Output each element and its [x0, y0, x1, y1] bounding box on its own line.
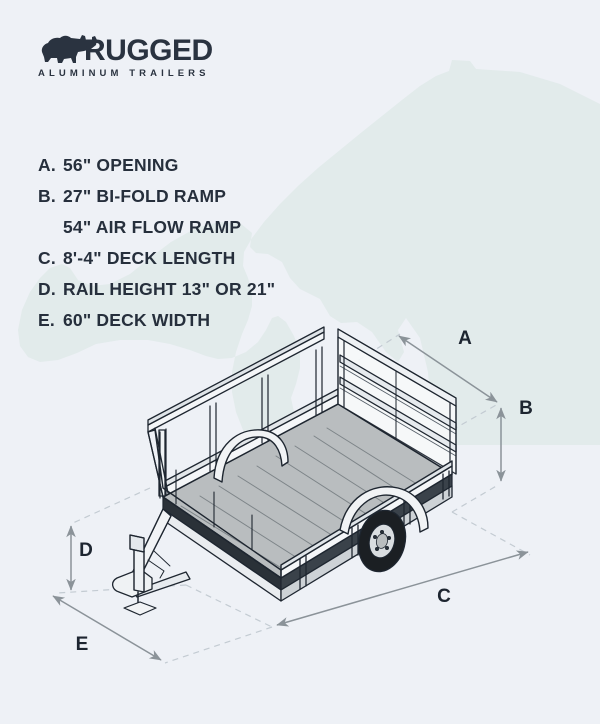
legend-item-key: E.	[38, 310, 55, 330]
legend-item-key: D.	[38, 279, 56, 299]
trailer-body	[112, 326, 457, 616]
dimension-arrows	[52, 335, 529, 661]
dimension-arrow-e	[52, 595, 162, 661]
dimension-label-c: C	[437, 586, 451, 607]
ext-line-c-front	[185, 584, 273, 628]
legend-item-key: A.	[38, 155, 56, 175]
dimension-label-e: E	[76, 634, 89, 655]
legend-item: D. RAIL HEIGHT 13" OR 21"	[38, 279, 338, 310]
legend-item-label: 60" DECK WIDTH	[63, 310, 211, 330]
dimension-arrow-c	[276, 550, 529, 627]
legend-item-key: B.	[38, 186, 56, 206]
ext-line-e-right	[164, 626, 273, 664]
brand-wordmark: RUGGED	[84, 34, 213, 67]
specification-legend: A. 56" OPENING B. 27" BI-FOLD RAMP 54" A…	[38, 155, 338, 341]
dimension-label-d: D	[79, 540, 93, 561]
legend-item: 54" AIR FLOW RAMP	[38, 217, 338, 248]
brand-tagline: ALUMINUM TRAILERS	[38, 68, 210, 79]
legend-item: C. 8'-4" DECK LENGTH	[38, 248, 338, 279]
legend-item-label: 27" BI-FOLD RAMP	[63, 186, 227, 206]
brand-name-text: RUGGED	[84, 34, 213, 67]
brand-tagline-text: ALUMINUM TRAILERS	[38, 68, 210, 79]
legend-item: E. 60" DECK WIDTH	[38, 310, 338, 341]
brand-logo: RUGGED ALUMINUM TRAILERS	[36, 28, 226, 80]
dimension-arrow-a	[398, 335, 498, 403]
legend-item: A. 56" OPENING	[38, 155, 338, 186]
trailer-tongue	[112, 508, 191, 616]
legend-item-label: 54" AIR FLOW RAMP	[63, 217, 242, 237]
dimension-label-b: B	[519, 398, 533, 419]
bear-icon	[41, 35, 97, 63]
dimension-labels: A B C D E	[76, 328, 533, 655]
dimension-label-a: A	[458, 328, 472, 349]
legend-item: B. 27" BI-FOLD RAMP	[38, 186, 338, 217]
ext-line-d-top	[72, 487, 151, 524]
ext-line-b-bottom	[451, 484, 499, 513]
legend-item-label: 8'-4" DECK LENGTH	[63, 248, 236, 268]
ext-line-a-right	[451, 403, 499, 431]
legend-item-label: 56" OPENING	[63, 155, 179, 175]
far-fender	[213, 429, 289, 483]
ext-line-c-rear	[451, 511, 531, 556]
lug-nuts	[373, 530, 391, 551]
legend-item-label: RAIL HEIGHT 13" OR 21"	[63, 279, 276, 299]
legend-item-key: C.	[38, 248, 56, 268]
